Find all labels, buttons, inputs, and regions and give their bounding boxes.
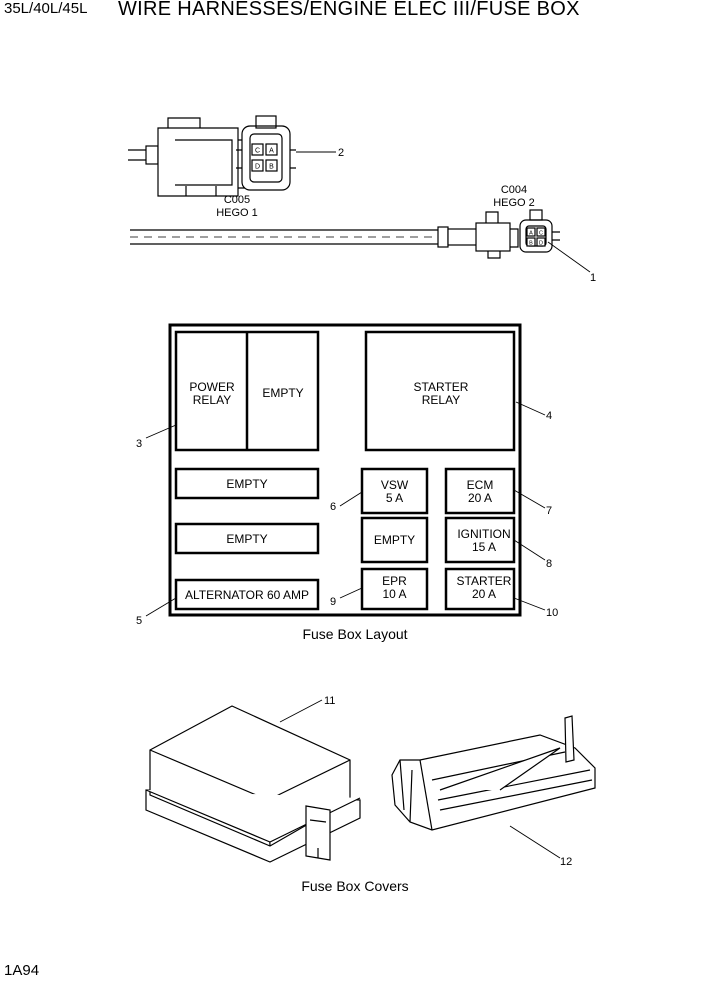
vsw-fuse-rating: 5 A bbox=[386, 491, 403, 505]
left-slot-1: EMPTY bbox=[226, 477, 267, 491]
ignition-fuse-name: IGNITION bbox=[457, 527, 510, 541]
starter-fuse-rating: 20 A bbox=[472, 587, 496, 601]
starter-relay-line2: RELAY bbox=[422, 393, 460, 407]
fuse-box-cover-open bbox=[391, 715, 596, 831]
c004-pin-labels: A C B D bbox=[529, 231, 543, 247]
c004-pin-2: C bbox=[539, 231, 543, 237]
fuse-box-covers-caption: Fuse Box Covers bbox=[301, 878, 408, 894]
callout-1: 1 bbox=[590, 272, 596, 284]
fuse-box-cover-closed bbox=[145, 705, 361, 863]
c004-pin-4: D bbox=[539, 241, 543, 247]
callout-4: 4 bbox=[546, 410, 552, 422]
power-relay-line2: RELAY bbox=[193, 393, 231, 407]
callout-12: 12 bbox=[560, 856, 572, 868]
c004-connector-id: C004 bbox=[501, 184, 527, 196]
c005-pin-3: D bbox=[255, 164, 260, 171]
hego-harness-drawing bbox=[128, 115, 560, 259]
c005-pin-4: B bbox=[269, 164, 274, 171]
c005-pin-labels: C A D B bbox=[255, 148, 274, 171]
alternator-slot: ALTERNATOR 60 AMP bbox=[185, 588, 309, 602]
fuse-box-layout bbox=[168, 323, 522, 617]
c004-pin-1: A bbox=[529, 231, 533, 237]
ignition-fuse-rating: 15 A bbox=[472, 540, 496, 554]
callout-5: 5 bbox=[136, 615, 142, 627]
empty-fuse-slot: EMPTY bbox=[374, 533, 415, 547]
starter-relay-line1: STARTER bbox=[414, 380, 469, 394]
page-title: WIRE HARNESSES/ENGINE ELEC III/FUSE BOX bbox=[118, 0, 580, 20]
epr-fuse-name: EPR bbox=[382, 574, 407, 588]
starter-fuse-name: STARTER bbox=[457, 574, 512, 588]
c005-connector-name: HEGO 1 bbox=[216, 207, 258, 219]
page-code: 1A94 bbox=[4, 962, 40, 979]
vsw-fuse-name: VSW bbox=[381, 478, 409, 492]
callout-2: 2 bbox=[338, 147, 344, 159]
callout-9: 9 bbox=[330, 596, 336, 608]
left-slot-2: EMPTY bbox=[226, 532, 267, 546]
c004-pin-3: B bbox=[529, 241, 533, 247]
callout-6: 6 bbox=[330, 501, 336, 513]
callout-8: 8 bbox=[546, 558, 552, 570]
empty-relay-label: EMPTY bbox=[262, 386, 303, 400]
c004-connector-name: HEGO 2 bbox=[493, 197, 535, 209]
callout-leaders bbox=[145, 151, 591, 859]
epr-fuse-rating: 10 A bbox=[382, 587, 406, 601]
callout-3: 3 bbox=[136, 438, 142, 450]
ecm-fuse-name: ECM bbox=[467, 478, 494, 492]
c005-connector-id: C005 bbox=[224, 194, 250, 206]
c005-pin-2: A bbox=[269, 148, 274, 155]
callout-10: 10 bbox=[546, 607, 558, 619]
model-label: 35L/40L/45L bbox=[4, 0, 88, 17]
callout-7: 7 bbox=[546, 505, 552, 517]
power-relay-line1: POWER bbox=[189, 380, 235, 394]
c005-pin-1: C bbox=[255, 148, 260, 155]
callout-11: 11 bbox=[324, 695, 335, 707]
fuse-box-layout-caption: Fuse Box Layout bbox=[302, 626, 407, 642]
ecm-fuse-rating: 20 A bbox=[468, 491, 492, 505]
